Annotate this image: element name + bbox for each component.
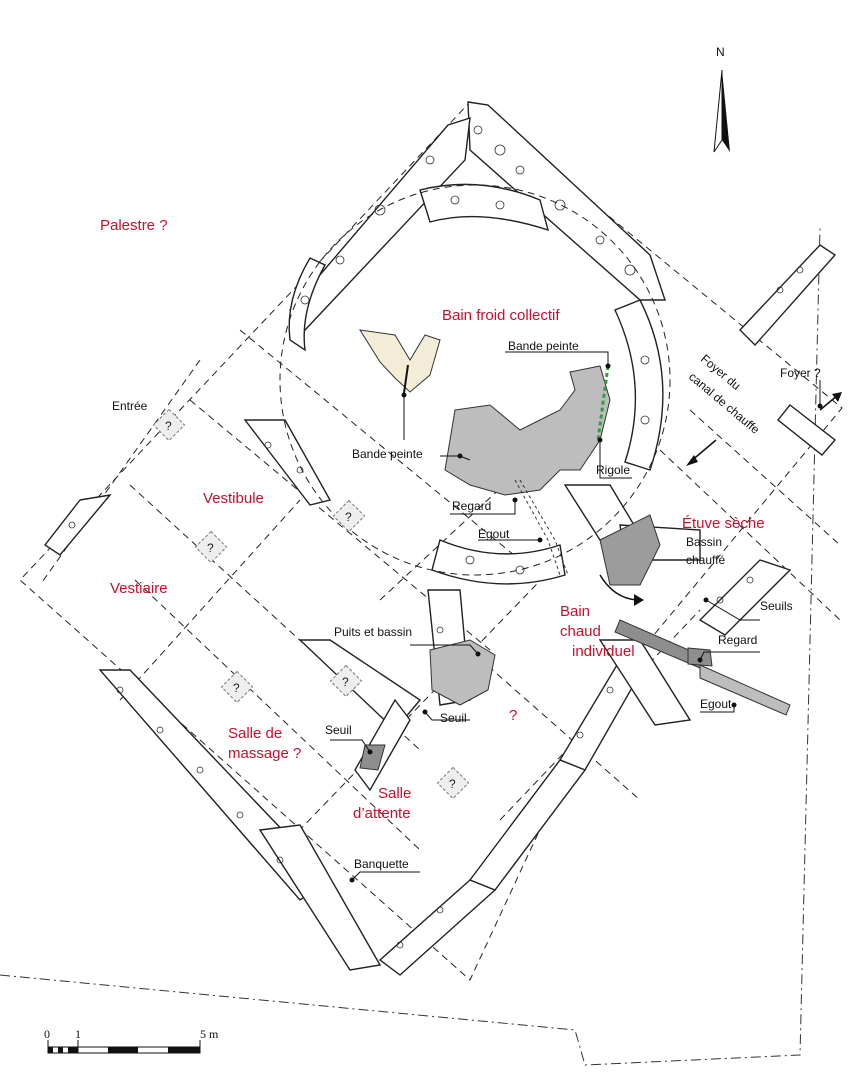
label-rigole: Rigole bbox=[596, 463, 630, 477]
room-palestre: Palestre ? bbox=[100, 217, 168, 234]
threshold-left bbox=[359, 744, 386, 771]
walls bbox=[43, 101, 837, 976]
room-unknown: ? bbox=[509, 707, 517, 724]
label-seuil-1: Seuil bbox=[440, 711, 467, 725]
cream-fragment-line bbox=[403, 364, 409, 394]
label-entree: Entrée bbox=[112, 399, 148, 413]
room-salle-massage-line2: massage ? bbox=[228, 745, 301, 762]
scale-label-five: 5 m bbox=[200, 1027, 219, 1041]
unknown-markers: ? ? ? ? ? ? ? bbox=[152, 408, 470, 800]
flow-arrows bbox=[599, 392, 842, 606]
scale-label-one: 1 bbox=[75, 1027, 81, 1041]
question-mark: ? bbox=[207, 541, 214, 555]
cold-bath-remains bbox=[444, 365, 611, 496]
room-salle-massage-line1: Salle de bbox=[228, 725, 282, 742]
scale-bar: 0 1 5 m bbox=[44, 1027, 219, 1054]
regard-right bbox=[687, 647, 713, 667]
label-bassin-line2: chauffé bbox=[686, 553, 725, 567]
cold-bath-outline bbox=[279, 184, 671, 576]
room-etuve-seche: Étuve sèche bbox=[682, 515, 765, 532]
room-bain-froid: Bain froid collectif bbox=[442, 307, 560, 324]
north-arrow-icon: N bbox=[713, 45, 730, 153]
label-foyer: Foyer ? bbox=[780, 366, 821, 380]
label-regard-1: Regard bbox=[452, 499, 491, 513]
label-egout-1: Egout bbox=[478, 527, 510, 541]
question-mark: ? bbox=[165, 419, 172, 433]
cream-fragment bbox=[359, 329, 441, 393]
question-mark: ? bbox=[233, 681, 240, 695]
green-painted-band bbox=[596, 365, 610, 441]
drain-right bbox=[699, 664, 791, 716]
label-seuil-2: Seuil bbox=[325, 723, 352, 737]
label-bande-peinte-left: Bande peinte bbox=[352, 447, 423, 461]
heated-basin-shape bbox=[599, 514, 661, 586]
room-salle-attente-line1: Salle bbox=[378, 785, 411, 802]
scale-label-zero: 0 bbox=[44, 1027, 50, 1041]
question-mark: ? bbox=[345, 510, 352, 524]
room-bain-chaud-line3: individuel bbox=[572, 643, 635, 660]
property-boundary bbox=[0, 227, 821, 1066]
label-banquette: Banquette bbox=[354, 857, 409, 871]
drain-channel bbox=[514, 479, 561, 576]
label-egout-2: Egout bbox=[700, 697, 732, 711]
question-mark: ? bbox=[342, 675, 349, 689]
question-mark: ? bbox=[449, 777, 456, 791]
label-bassin-line1: Bassin bbox=[686, 535, 722, 549]
room-salle-attente-line2: d’attente bbox=[353, 805, 411, 822]
room-bain-chaud-line1: Bain bbox=[560, 603, 590, 620]
stone-texture bbox=[68, 125, 804, 949]
label-regard-2: Regard bbox=[718, 633, 757, 647]
leader-lines bbox=[330, 351, 823, 883]
room-vestiaire: Vestiaire bbox=[110, 580, 168, 597]
label-bande-peinte-right: Bande peinte bbox=[508, 339, 579, 353]
label-seuils: Seuils bbox=[760, 599, 793, 613]
room-vestibule: Vestibule bbox=[203, 490, 264, 507]
label-puits: Puits et bassin bbox=[334, 625, 412, 639]
room-bain-chaud-line2: chaud bbox=[560, 623, 601, 640]
north-label: N bbox=[716, 45, 725, 59]
